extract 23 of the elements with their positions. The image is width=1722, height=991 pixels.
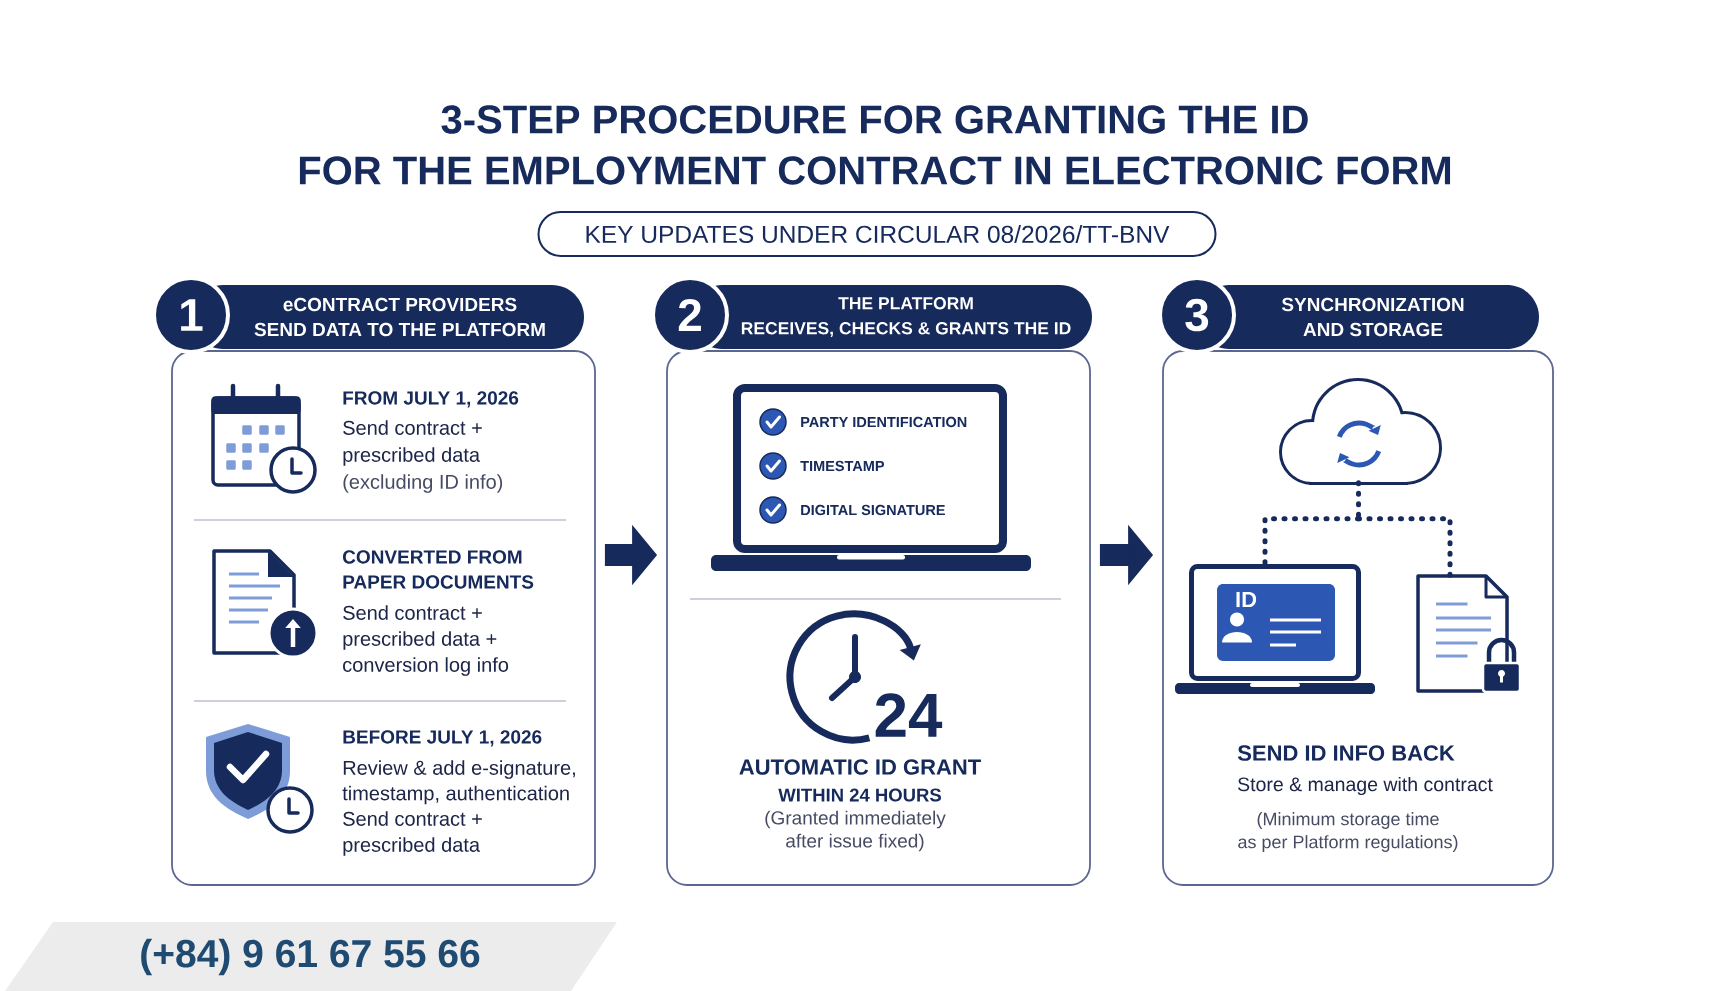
subtitle-pill: KEY UPDATES UNDER CIRCULAR 08/2026/TT-BNV	[537, 211, 1217, 257]
step-number: 1	[152, 276, 230, 354]
grant-subheading: WITHIN 24 HOURS	[778, 788, 941, 802]
item-heading: SEND ID INFO BACK	[1237, 745, 1455, 761]
contact-band: (+84) 9 61 67 55 66	[5, 922, 617, 991]
document-icon	[1416, 574, 1509, 693]
item-text: Review & add e-signature, timestamp, authentication	[342, 760, 575, 805]
note-text: (Minimum storage time as per Platform regulations)	[1238, 812, 1458, 852]
grant-heading: AUTOMATIC ID GRANT	[739, 759, 981, 775]
item-heading: BEFORE JULY 1, 2026	[343, 730, 542, 747]
note-text: (excluding ID info)	[343, 474, 503, 493]
big-number: 24	[875, 693, 943, 737]
title: 3-STEP PROCEDURE FOR GRANTING THE ID FOR THE EMPLOYMENT CONTRACT IN ELECTRONIC FORM	[299, 105, 1451, 185]
item-heading: CONVERTED FROM PAPER DOCUMENTS	[343, 550, 534, 589]
cloud-shape	[1279, 378, 1442, 485]
item-heading: FROM JULY 1, 2026	[343, 391, 519, 408]
connector-line	[1356, 516, 1453, 579]
item-text: Store & manage with contract	[1238, 776, 1493, 796]
id-card: ID	[1217, 584, 1335, 661]
item-text: Send contract + prescribed data	[343, 811, 482, 856]
note-text: (Granted immediately after issue fixed)	[765, 810, 946, 852]
item-text: Send contract + prescribed data	[343, 420, 482, 466]
item-text: Send contract + prescribed data + conversion log info	[343, 605, 509, 676]
